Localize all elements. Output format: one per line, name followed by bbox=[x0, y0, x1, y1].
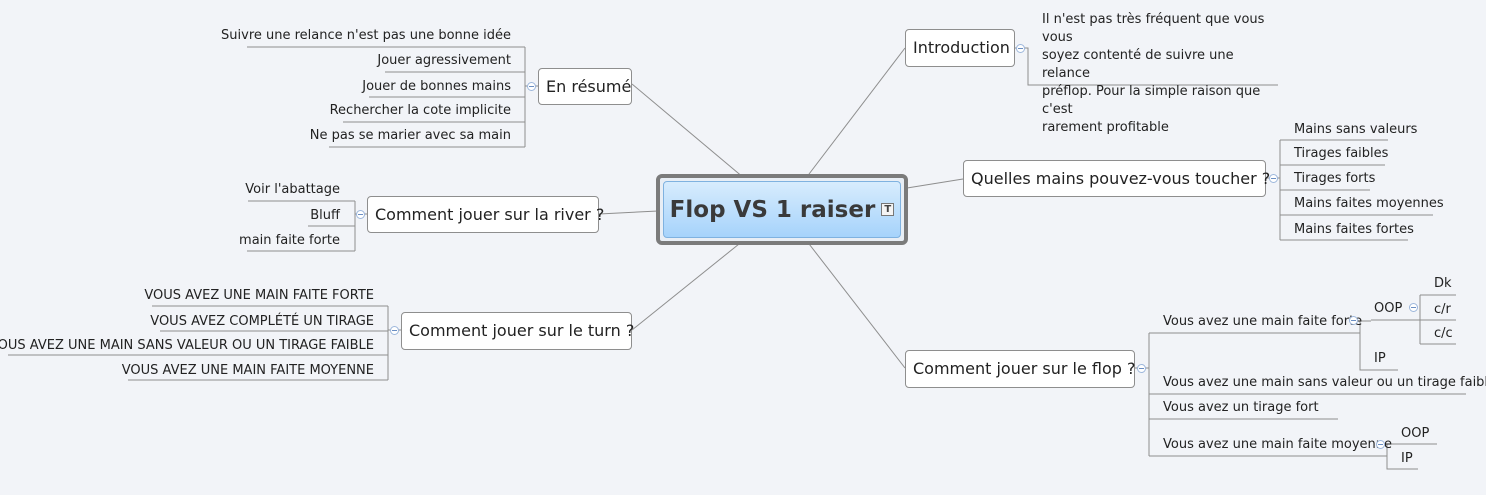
note-icon[interactable]: T bbox=[881, 203, 895, 216]
collapse-icon[interactable] bbox=[356, 210, 365, 219]
topic-turn-label: Comment jouer sur le turn ? bbox=[409, 321, 635, 340]
topic-river-label: Comment jouer sur la river ? bbox=[375, 204, 605, 224]
topic-en-resume[interactable]: En résumé bbox=[538, 68, 632, 105]
note-line: préflop. Pour la simple raison que c'est bbox=[1042, 84, 1261, 117]
subtopic-tirage-fort[interactable]: Vous avez un tirage fort bbox=[1163, 400, 1319, 415]
subtopic-dk[interactable]: Dk bbox=[1434, 276, 1452, 291]
subtopic-voir-abattage[interactable]: Voir l'abattage bbox=[245, 182, 340, 197]
topic-introduction-label: Introduction bbox=[913, 38, 1010, 57]
subtopic-main-faite-forte[interactable]: Vous avez une main faite forte bbox=[1163, 314, 1363, 329]
collapse-icon[interactable] bbox=[527, 82, 536, 91]
collapse-icon[interactable] bbox=[390, 326, 399, 335]
subtopic-turn-main-faite-moyenne[interactable]: VOUS AVEZ UNE MAIN FAITE MOYENNE bbox=[121, 363, 374, 378]
subtopic-ne-pas-se-marier[interactable]: Ne pas se marier avec sa main bbox=[309, 128, 511, 143]
collapse-icon[interactable] bbox=[1409, 303, 1418, 312]
subtopic-ip-moyenne[interactable]: IP bbox=[1401, 451, 1413, 466]
subtopic-main-faite-forte-river[interactable]: main faite forte bbox=[239, 233, 340, 248]
collapse-icon[interactable] bbox=[1137, 364, 1146, 373]
topic-turn[interactable]: Comment jouer sur le turn ? bbox=[401, 312, 635, 350]
topic-flop-label: Comment jouer sur le flop ? bbox=[913, 359, 1136, 378]
subtopic-c-c[interactable]: c/c bbox=[1434, 326, 1453, 341]
subtopic-oop-moyenne[interactable]: OOP bbox=[1401, 426, 1430, 441]
topic-quelles-mains[interactable]: Quelles mains pouvez-vous toucher ? bbox=[963, 160, 1270, 197]
subtopic-cote-implicite[interactable]: Rechercher la cote implicite bbox=[329, 103, 511, 118]
introduction-note: Il n'est pas très fréquent que vous vous… bbox=[1042, 11, 1278, 137]
subtopic-ip[interactable]: IP bbox=[1374, 351, 1386, 366]
note-line: Il n'est pas très fréquent que vous vous bbox=[1042, 12, 1265, 45]
central-topic-title: Flop VS 1 raiser bbox=[669, 196, 876, 223]
note-line: soyez contenté de suivre une relance bbox=[1042, 48, 1234, 81]
collapse-icon[interactable] bbox=[1016, 44, 1025, 53]
subtopic-main-sans-valeur[interactable]: Vous avez une main sans valeur ou un tir… bbox=[1163, 375, 1486, 390]
subtopic-c-r[interactable]: c/r bbox=[1434, 302, 1451, 317]
collapse-icon[interactable] bbox=[1376, 440, 1385, 449]
subtopic-oop[interactable]: OOP bbox=[1374, 301, 1403, 316]
note-line: rarement profitable bbox=[1042, 120, 1169, 135]
subtopic-turn-sans-valeur[interactable]: VOUS AVEZ UNE MAIN SANS VALEUR OU UN TIR… bbox=[0, 338, 374, 353]
subtopic-main-faite-moyenne[interactable]: Vous avez une main faite moyenne bbox=[1163, 437, 1392, 452]
collapse-icon[interactable] bbox=[1349, 316, 1358, 325]
subtopic-tirages-forts[interactable]: Tirages forts bbox=[1294, 171, 1376, 186]
topic-en-resume-label: En résumé bbox=[546, 76, 632, 96]
subtopic-mains-sans-valeurs[interactable]: Mains sans valeurs bbox=[1294, 122, 1418, 137]
central-topic[interactable]: Flop VS 1 raiser T bbox=[656, 174, 908, 245]
subtopic-jouer-agressivement[interactable]: Jouer agressivement bbox=[377, 53, 511, 68]
subtopic-suivre-relance[interactable]: Suivre une relance n'est pas une bonne i… bbox=[221, 28, 511, 43]
subtopic-jouer-bonnes-mains[interactable]: Jouer de bonnes mains bbox=[362, 79, 511, 94]
subtopic-tirages-faibles[interactable]: Tirages faibles bbox=[1294, 146, 1389, 161]
subtopic-turn-main-faite-forte[interactable]: VOUS AVEZ UNE MAIN FAITE FORTE bbox=[144, 288, 374, 303]
subtopic-mains-faites-moyennes[interactable]: Mains faites moyennes bbox=[1294, 196, 1444, 211]
subtopic-bluff[interactable]: Bluff bbox=[310, 208, 340, 223]
topic-flop[interactable]: Comment jouer sur le flop ? bbox=[905, 350, 1135, 388]
topic-river[interactable]: Comment jouer sur la river ? bbox=[367, 196, 604, 233]
collapse-icon[interactable] bbox=[1269, 174, 1278, 183]
subtopic-turn-complete-tirage[interactable]: VOUS AVEZ COMPLÉTÉ UN TIRAGE bbox=[150, 314, 374, 329]
topic-quelles-mains-label: Quelles mains pouvez-vous toucher ? bbox=[971, 168, 1271, 188]
topic-introduction[interactable]: Introduction bbox=[905, 29, 1015, 67]
subtopic-mains-faites-fortes[interactable]: Mains faites fortes bbox=[1294, 222, 1414, 237]
